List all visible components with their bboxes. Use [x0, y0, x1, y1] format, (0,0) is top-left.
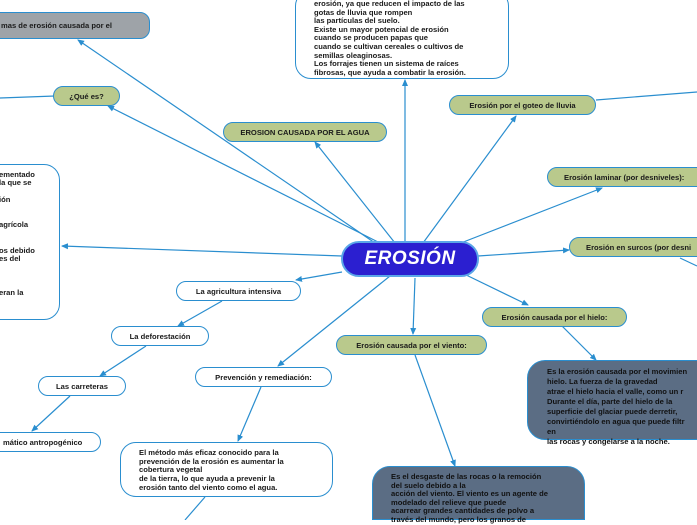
node-prevencion-label: Prevención y remediación:: [215, 372, 312, 382]
line-hielo-to-detail: [561, 325, 597, 361]
node-erosion-agua[interactable]: EROSION CAUSADA POR EL AGUA: [223, 122, 387, 142]
line-deforestacion-to-carreteras: [99, 345, 147, 377]
node-prevencion[interactable]: Prevención y remediación:: [195, 367, 332, 387]
node-deforestacion[interactable]: La deforestación: [111, 326, 209, 346]
line-to-viento: [410, 277, 417, 335]
node-laminar-label: Erosión laminar (por desniveles):: [564, 172, 685, 182]
line-viento-to-detail: [414, 354, 456, 467]
line-to-agricultura: [295, 271, 343, 282]
line-carreteras-to-climatico: [31, 395, 71, 432]
node-viento-detail[interactable]: Es el desgaste de las rocas o la remoció…: [372, 466, 585, 524]
center-node-label: EROSIÓN: [364, 248, 456, 269]
line-agricultura-to-deforestacion: [177, 300, 223, 327]
line-to-problemas: [77, 39, 376, 244]
node-hielo-label: Erosión causada por el hielo:: [501, 312, 608, 322]
center-node-erosion[interactable]: EROSIÓN: [341, 241, 479, 277]
node-agricultura[interactable]: La agricultura intensiva: [176, 281, 301, 301]
line-to-laminar: [447, 187, 603, 249]
node-carreteras-label: Las carreteras: [56, 381, 108, 391]
node-hielo[interactable]: Erosión causada por el hielo:: [482, 307, 627, 327]
node-que-es-label: ¿Qué es?: [69, 91, 104, 101]
line-to-prevencion: [277, 275, 391, 367]
node-left-detail[interactable]: ementado la que se ión agrícola os debid…: [0, 164, 60, 320]
node-goteo[interactable]: Erosión por el goteo de lluvia: [449, 95, 596, 115]
node-surcos-label: Erosión en surcos (por desni: [586, 242, 692, 252]
node-agricultura-label: La agricultura intensiva: [195, 286, 282, 296]
node-erosion-agua-label: EROSION CAUSADA POR EL AGUA: [240, 127, 370, 137]
line-goteo-right: [595, 91, 697, 101]
node-surcos[interactable]: Erosión en surcos (por desni: [569, 237, 697, 257]
node-laminar[interactable]: Erosión laminar (por desniveles):: [547, 167, 697, 187]
prevencion-detail-text: El método más eficaz conocido para la pr…: [139, 448, 284, 492]
line-to-goteo: [422, 115, 517, 244]
node-agua-detail[interactable]: erosión, ya que reducen el impacto de la…: [295, 0, 509, 79]
node-que-es[interactable]: ¿Qué es?: [53, 86, 120, 106]
node-problemas-label: mas de erosión causada por el: [1, 21, 112, 30]
line-to-que-es: [107, 105, 381, 244]
node-deforestacion-label: La deforestación: [129, 331, 191, 341]
line-prevencion-detail-down: [184, 496, 206, 520]
left-detail-text: ementado la que se ión agrícola os debid…: [0, 170, 35, 297]
node-climatico-label: mático antropogénico: [3, 437, 83, 447]
node-hielo-detail[interactable]: Es la erosión causada por el movimien hi…: [527, 360, 697, 446]
line-prevencion-to-detail: [237, 386, 262, 442]
node-goteo-label: Erosión por el goteo de lluvia: [469, 100, 576, 110]
node-climatico[interactable]: mático antropogénico: [0, 432, 101, 452]
hielo-detail-text: Es la erosión causada por el movimien hi…: [547, 367, 688, 446]
node-viento[interactable]: Erosión causada por el viento:: [336, 335, 487, 355]
node-viento-label: Erosión causada por el viento:: [356, 340, 467, 350]
node-prevencion-detail[interactable]: El método más eficaz conocido para la pr…: [120, 442, 333, 497]
viento-detail-text: Es el desgaste de las rocas o la remoció…: [391, 472, 548, 524]
line-to-erosion-agua: [314, 141, 396, 244]
node-carreteras[interactable]: Las carreteras: [38, 376, 126, 396]
line-to-hielo: [459, 271, 529, 306]
agua-detail-text: erosión, ya que reducen el impacto de la…: [314, 0, 466, 77]
line-to-left-detail: [61, 243, 343, 257]
line-to-surcos: [477, 247, 570, 257]
line-surcos-right: [679, 257, 697, 267]
line-que-es-left: [0, 95, 56, 99]
node-problemas[interactable]: mas de erosión causada por el: [0, 12, 150, 39]
